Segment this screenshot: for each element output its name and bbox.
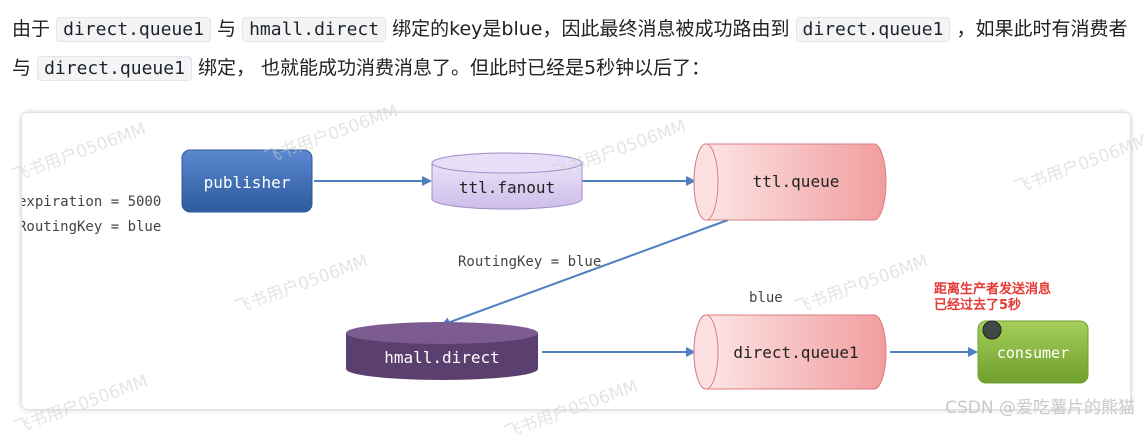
blue-label: blue [749,290,783,306]
csdn-watermark: CSDN @爱吃薯片的熊猫 [945,398,1135,418]
direct-queue1-label: direct.queue1 [733,343,858,362]
arrow-ttlqueue-to-direct [440,219,729,327]
intro-text-4: ，如果此时有消费者与 [12,18,1128,79]
routing-key-mid-label: RoutingKey = blue [458,254,601,270]
code-direct-queue1-2: direct.queue1 [795,17,951,42]
intro-text-5: 绑定， 也就能成功消费消息了。但此时已经是5秒钟以后了： [198,57,711,79]
code-direct-queue1-3: direct.queue1 [37,56,192,81]
publisher-node [181,149,313,213]
ttl-fanout-label: ttl.fanout [459,178,555,197]
flow-diagram: publisher ttl.fanout ttl.queue expiratio… [18,113,1130,409]
note-line-1: 距离生产者发送消息 [934,281,1051,297]
expiration-label: expiration = 5000 [22,194,161,210]
consumer-status-dot [982,320,1002,340]
intro-text-1: 由于 [12,18,51,40]
note-line-2: 已经过去了5秒 [934,297,1021,313]
consumer-node [977,320,1089,384]
publisher-label: publisher [204,173,291,192]
ttl-queue-node [693,143,887,221]
code-hmall-direct: hmall.direct [242,17,387,42]
hmall-direct-label: hmall.direct [384,348,500,367]
routing-key-left-label: RoutingKey = blue [22,219,161,235]
direct-queue1-node [693,314,887,390]
ttl-fanout-node [431,152,583,210]
flow-diagram-svg: publisher ttl.fanout ttl.queue expiratio… [18,143,1089,390]
intro-text-3: 绑定的key是blue，因此最终消息被成功路由到 [392,18,790,40]
ttl-queue-label: ttl.queue [753,172,840,191]
hmall-direct-node [346,322,538,380]
code-direct-queue1: direct.queue1 [56,17,211,42]
intro-text-2: 与 [217,18,237,40]
intro-paragraph: 由于 direct.queue1 与 hmall.direct 绑定的key是b… [12,10,1137,88]
consumer-label: consumer [997,344,1069,362]
